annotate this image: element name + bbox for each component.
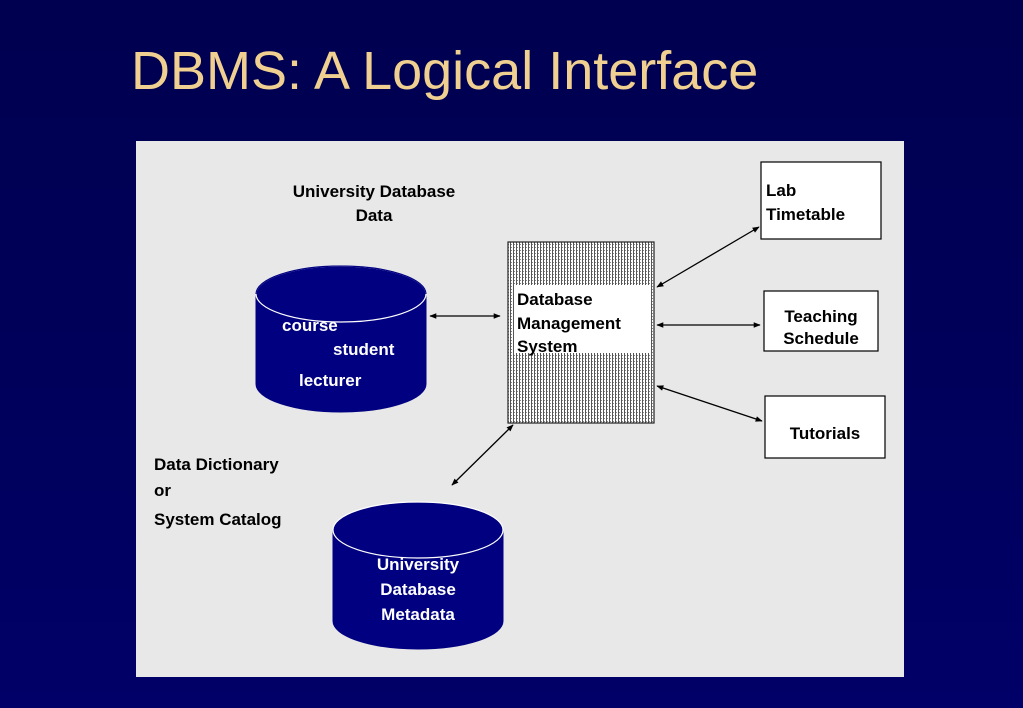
arrow-dbms-lab-timetable — [656, 226, 760, 288]
data-store-caption-line1: University Database — [293, 182, 456, 201]
app-teaching-line1: Teaching — [784, 307, 857, 326]
data-store-cylinder — [255, 265, 427, 413]
arrow-dbms-tutorials — [656, 385, 763, 422]
data-item-course: course — [282, 316, 338, 335]
catalog-line1: University — [377, 555, 460, 574]
slide-title: DBMS: A Logical Interface — [131, 41, 759, 101]
dbms-line1: Database — [517, 290, 593, 309]
dbms-box — [507, 241, 655, 424]
app-lab-line2: Timetable — [766, 205, 845, 224]
dbms-line3: System — [517, 337, 577, 356]
catalog-caption-line1: Data Dictionary — [154, 455, 279, 474]
data-item-student: student — [333, 340, 395, 359]
app-box-lab-timetable — [760, 161, 882, 240]
data-item-lecturer: lecturer — [299, 371, 362, 390]
catalog-line3: Metadata — [381, 605, 455, 624]
app-tutorials-line1: Tutorials — [790, 424, 861, 443]
catalog-line2: Database — [380, 580, 456, 599]
catalog-cylinder — [332, 501, 504, 650]
catalog-caption-line2: or — [154, 481, 171, 500]
app-teaching-line2: Schedule — [783, 329, 859, 348]
dbms-line2: Management — [517, 314, 621, 333]
data-store-caption-line2: Data — [356, 206, 393, 225]
app-lab-line1: Lab — [766, 181, 796, 200]
app-box-tutorials — [764, 395, 886, 459]
arrow-dbms-catalog — [451, 424, 514, 486]
app-box-teaching-schedule — [763, 290, 879, 352]
catalog-caption-line3: System Catalog — [154, 510, 282, 529]
